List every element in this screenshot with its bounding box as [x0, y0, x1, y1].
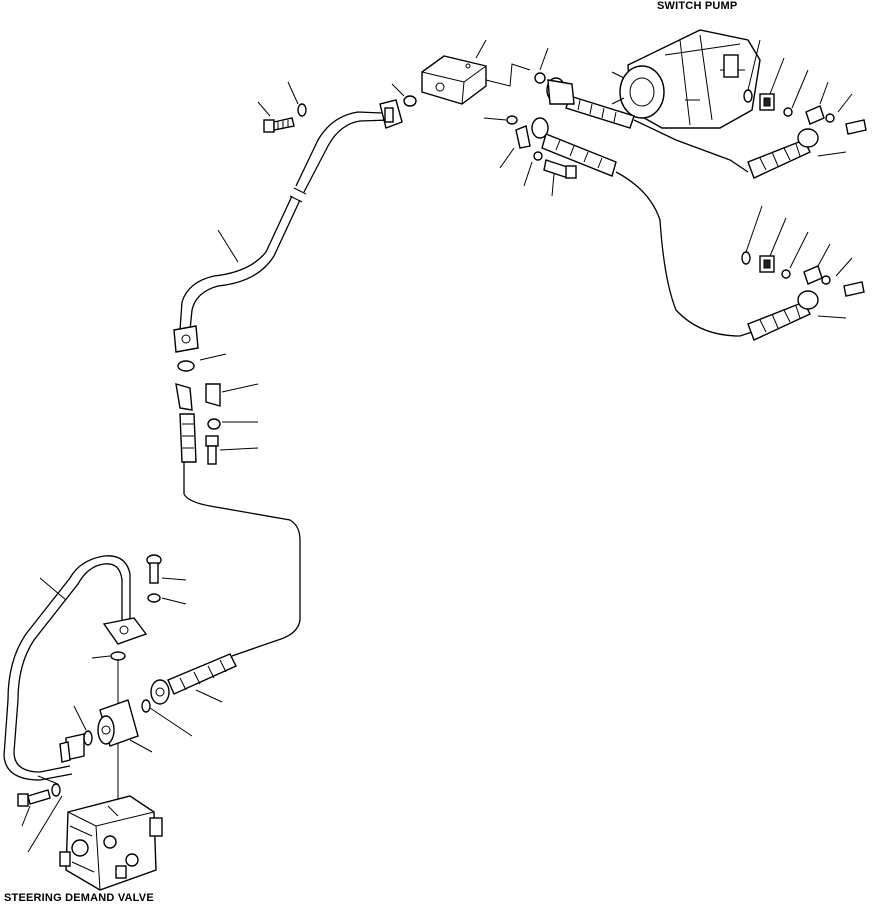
bolt: [543, 159, 577, 179]
tube: [179, 111, 391, 331]
washer: [51, 783, 61, 797]
leader-line: [485, 63, 531, 87]
o-ring: [141, 699, 151, 713]
swivel-fitting: [743, 89, 867, 135]
swivel-fitting: [741, 251, 865, 297]
o-ring: [83, 730, 93, 746]
flange-clamp: [205, 383, 221, 407]
hose: [150, 653, 237, 705]
switch-pump: [611, 29, 761, 129]
swivel-fitting: [97, 699, 139, 747]
block: [421, 55, 487, 105]
hose: [546, 77, 749, 173]
washer: [297, 103, 307, 117]
hose: [747, 290, 819, 341]
hose: [531, 117, 753, 337]
tube: [3, 555, 131, 781]
flange-clamp: [59, 733, 85, 763]
o-ring: [110, 651, 126, 661]
o-ring: [534, 72, 546, 84]
o-ring: [177, 360, 195, 372]
washer: [533, 151, 543, 161]
bolt: [146, 554, 162, 584]
steering-demand-valve-label: STEERING DEMAND VALVE: [4, 892, 154, 904]
flange-clamp: [379, 99, 403, 129]
swivel-fitting: [175, 383, 197, 463]
leader-line: [39, 577, 67, 601]
o-ring: [506, 115, 518, 125]
bolt: [205, 435, 219, 465]
bolt: [17, 789, 51, 807]
washer: [147, 593, 161, 603]
hose: [183, 462, 301, 657]
o-ring: [403, 95, 417, 107]
washer: [207, 418, 221, 430]
hose: [747, 128, 819, 179]
switch-pump-label: SWITCH PUMP: [657, 0, 738, 12]
bolt: [263, 117, 295, 133]
flange-clamp: [173, 325, 199, 353]
flange-clamp: [102, 617, 148, 645]
flange-clamp: [515, 125, 531, 149]
steering-demand-valve: [59, 795, 163, 891]
